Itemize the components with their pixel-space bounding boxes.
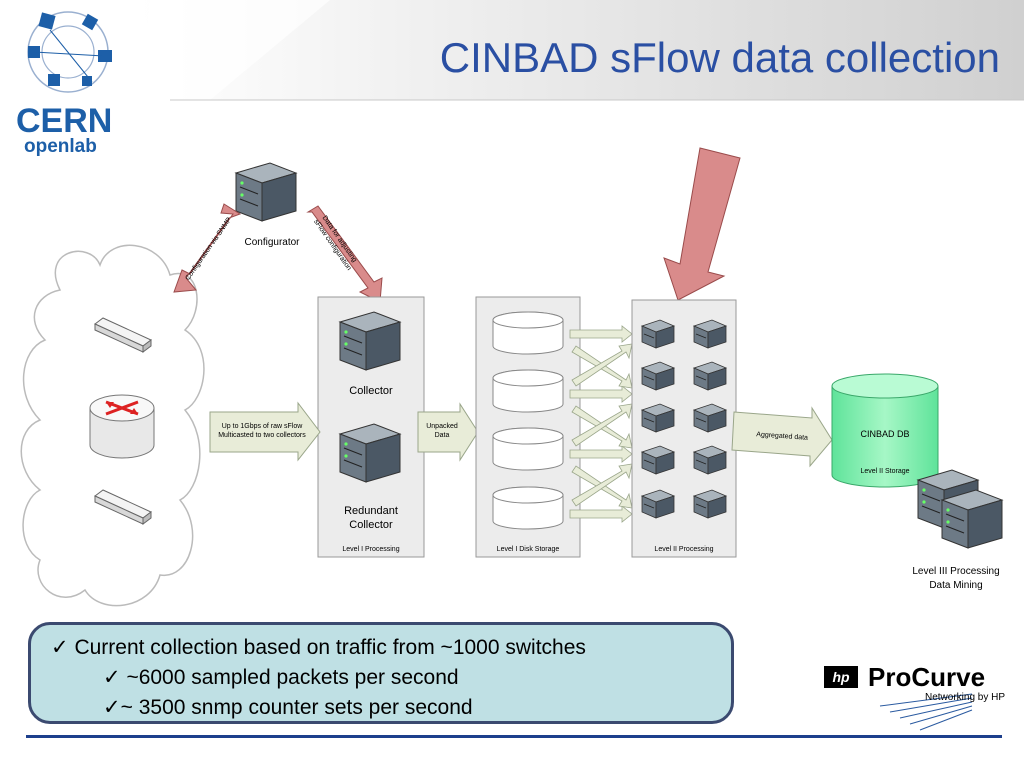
configurator-server-icon xyxy=(235,162,297,222)
level1-disk-label: Level I Disk Storage xyxy=(497,546,560,553)
bullet-box: ✓ Current collection based on traffic fr… xyxy=(28,622,734,724)
level3-server-icon xyxy=(941,489,1003,549)
aggregated-data-arrow: Aggregated data xyxy=(731,406,833,468)
level2-processing-label: Level II Processing xyxy=(654,546,713,553)
server-icon xyxy=(693,489,727,519)
bullet-text: ~ 3500 snmp counter sets per second xyxy=(120,696,473,719)
slide-title: CINBAD sFlow data collection xyxy=(439,34,1000,81)
server-icon xyxy=(693,445,727,475)
check-icon: ✓ xyxy=(103,696,121,719)
bullet-item: ✓ Current collection based on traffic fr… xyxy=(45,633,717,663)
server-icon xyxy=(641,489,675,519)
server-icon xyxy=(641,319,675,349)
sflow-arrow: Up to 1Gbps of raw sFlow Multicasted to … xyxy=(209,401,321,462)
bullet-item: ✓ ~6000 sampled packets per second xyxy=(45,663,717,693)
cinbad-db-icon xyxy=(831,373,939,488)
server-icon xyxy=(693,319,727,349)
level1-processing-label: Level I Processing xyxy=(342,546,399,553)
config-arrow-label: Configuration via SNMP xyxy=(184,216,233,281)
distribution-arrows xyxy=(569,325,633,523)
collector-label: Collector xyxy=(349,385,393,397)
unpacked-label-1: Unpacked xyxy=(426,423,458,430)
header-band xyxy=(140,0,1024,101)
server-icon xyxy=(693,403,727,433)
cern-openlab-logo: CERN openlab xyxy=(8,6,133,157)
config-snmp-arrow: Configuration via SNMP xyxy=(173,203,242,293)
disk-icon xyxy=(492,311,564,355)
check-icon: ✓ xyxy=(103,666,127,689)
db-name-label: CINBAD DB xyxy=(860,429,909,439)
procurve-logo: hp ProCurve Networking by HP xyxy=(820,660,1010,730)
collector-server-icon xyxy=(339,311,401,371)
disk-icon xyxy=(492,369,564,413)
server-icon xyxy=(641,445,675,475)
level3-label-2: Data Mining xyxy=(929,580,982,591)
unpacked-label-2: Data xyxy=(435,432,450,439)
redundant-collector-server-icon xyxy=(339,423,401,483)
db-level-label: Level II Storage xyxy=(860,468,909,475)
check-icon: ✓ xyxy=(51,636,75,659)
cern-logo-text: CERN xyxy=(16,102,113,140)
sflow-label-2: Multicasted to two collectors xyxy=(218,432,306,439)
level3-label-1: Level III Processing xyxy=(912,566,999,577)
input-arrow-red xyxy=(663,147,741,301)
adjust-config-arrow: Data for adjusting sFlow configuration xyxy=(306,205,383,303)
server-icon xyxy=(641,403,675,433)
disk-icon xyxy=(492,427,564,471)
procurve-swoosh xyxy=(879,693,973,731)
bottom-rule xyxy=(26,735,1002,738)
procurve-subtitle: Networking by HP xyxy=(925,692,1006,703)
bullet-text: ~6000 sampled packets per second xyxy=(126,666,459,689)
configurator-label: Configurator xyxy=(244,237,300,248)
redundant-collector-label-2: Collector xyxy=(349,519,393,531)
aggregated-label: Aggregated data xyxy=(756,431,808,442)
server-icon xyxy=(641,361,675,391)
bullet-text: Current collection based on traffic from… xyxy=(74,636,586,659)
redundant-collector-label-1: Redundant xyxy=(344,505,398,517)
disk-icon xyxy=(492,486,564,530)
router-icon xyxy=(89,394,155,459)
bullet-item: ✓~ 3500 snmp counter sets per second xyxy=(45,693,717,723)
unpacked-data-arrow: Unpacked Data xyxy=(417,402,479,462)
procurve-name: ProCurve xyxy=(868,662,986,692)
hp-logo: hp xyxy=(824,666,858,688)
openlab-logo-text: openlab xyxy=(24,136,97,157)
cern-logo-graphic xyxy=(27,11,112,93)
sflow-label-1: Up to 1Gbps of raw sFlow xyxy=(222,423,303,430)
server-icon xyxy=(693,361,727,391)
